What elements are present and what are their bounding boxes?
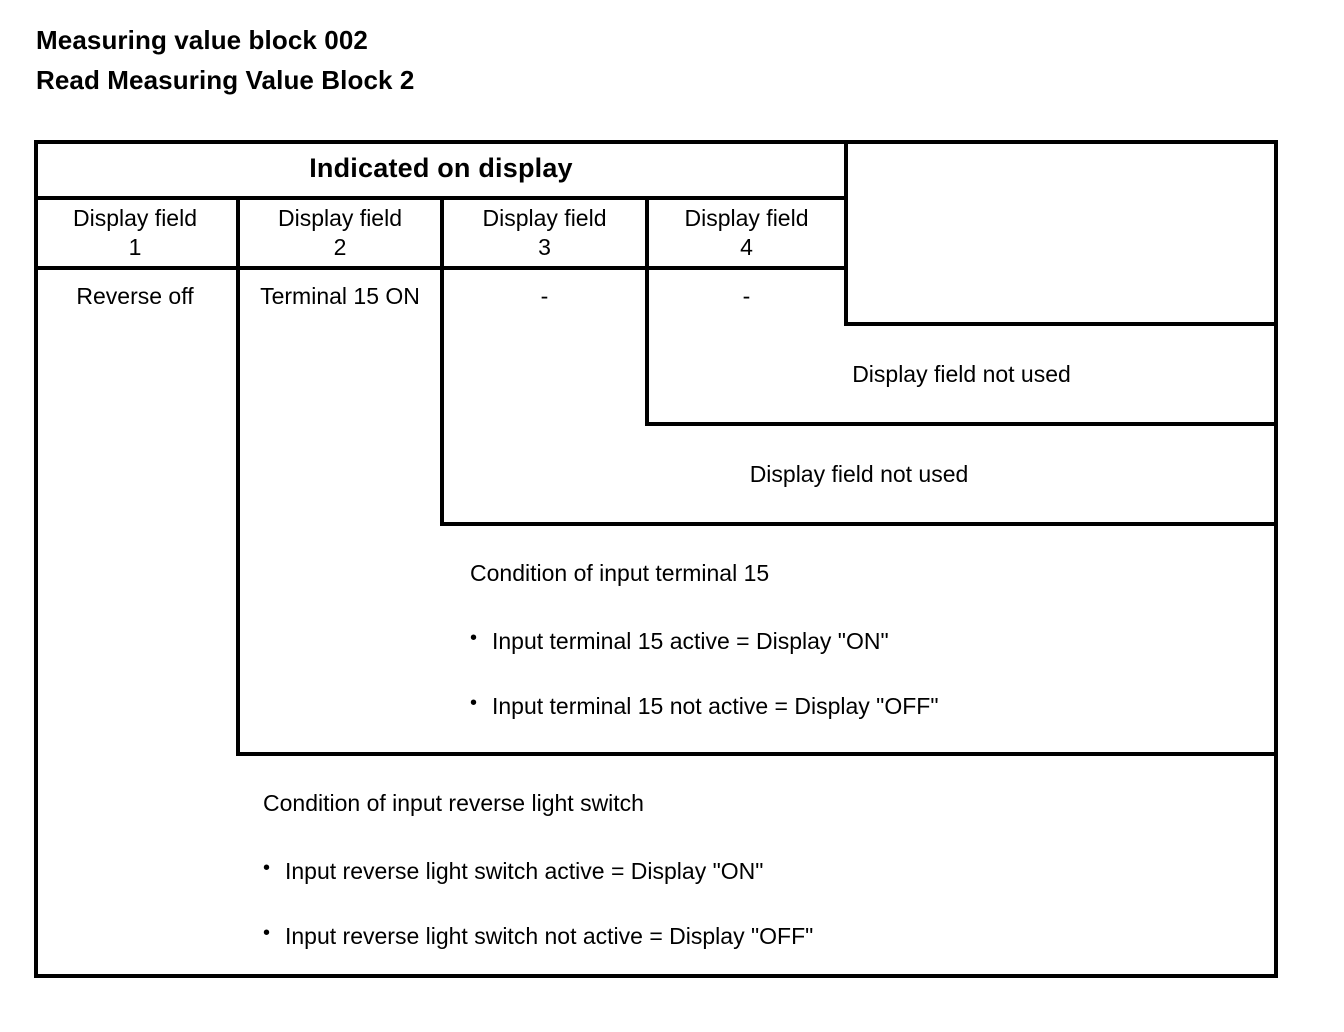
display-field-3-box-left-edge bbox=[440, 268, 444, 526]
column-header-3: Display field 3 bbox=[444, 200, 645, 266]
column-header-4-number: 4 bbox=[740, 234, 753, 260]
table-column-divider-1 bbox=[236, 196, 240, 268]
column-header-1-number: 1 bbox=[128, 234, 142, 260]
list-item: Input terminal 15 active = Display "ON" bbox=[470, 627, 1260, 655]
display-field-2-callout-content: Condition of input terminal 15 Input ter… bbox=[470, 560, 1260, 720]
column-header-4: Display field 4 bbox=[649, 200, 844, 266]
column-value-3: - bbox=[540, 282, 549, 309]
list-item: Input terminal 15 not active = Display "… bbox=[470, 692, 1260, 720]
display-field-1-callout-bullets: Input reverse light switch active = Disp… bbox=[263, 857, 1263, 950]
column-value-4: - bbox=[742, 282, 751, 309]
table-right-edge bbox=[844, 140, 848, 326]
callout-stack-right-edge bbox=[1274, 322, 1278, 978]
column-header-2: Display field 2 bbox=[240, 200, 440, 266]
display-field-2-callout-bullets: Input terminal 15 active = Display "ON" … bbox=[470, 627, 1260, 720]
table-column-divider-2 bbox=[440, 196, 444, 268]
page-title: Measuring value block 002 Read Measuring… bbox=[36, 20, 415, 100]
list-item: Input reverse light switch not active = … bbox=[263, 922, 1263, 950]
table-column-header-divider bbox=[34, 266, 848, 270]
display-field-3-callout-text: Display field not used bbox=[749, 460, 969, 487]
column-header-3-number: 3 bbox=[538, 234, 551, 260]
display-field-4-box-bottom-edge bbox=[645, 422, 1278, 426]
list-item: Input reverse light switch active = Disp… bbox=[263, 857, 1263, 885]
table-header-title: Indicated on display bbox=[309, 152, 573, 183]
display-field-2-callout-heading: Condition of input terminal 15 bbox=[470, 560, 770, 586]
title-line-1: Measuring value block 002 bbox=[36, 25, 368, 55]
column-header-2-number: 2 bbox=[333, 234, 347, 260]
display-field-1-callout-content: Condition of input reverse light switch … bbox=[263, 790, 1263, 950]
display-field-2-box-bottom-edge bbox=[236, 752, 1278, 756]
display-field-4-callout-text: Display field not used bbox=[852, 360, 1071, 387]
column-header-3-label: Display field bbox=[482, 205, 607, 231]
display-field-1-callout-heading: Condition of input reverse light switch bbox=[263, 790, 644, 816]
table-column-divider-3 bbox=[645, 196, 649, 268]
column-value-1: Reverse off bbox=[76, 282, 194, 309]
title-line-2: Read Measuring Value Block 2 bbox=[36, 65, 415, 95]
column-header-1-label: Display field bbox=[73, 205, 197, 231]
display-field-4-box-left-edge bbox=[645, 268, 649, 426]
display-field-3-box-bottom-edge bbox=[440, 522, 1278, 526]
callout-stack-top-edge bbox=[848, 322, 1278, 326]
column-header-4-label: Display field bbox=[684, 205, 809, 231]
column-header-1: Display field 1 bbox=[34, 200, 236, 266]
column-value-2: Terminal 15 ON bbox=[260, 282, 420, 309]
column-header-2-label: Display field bbox=[278, 205, 402, 231]
display-field-2-box-left-edge bbox=[236, 268, 240, 756]
